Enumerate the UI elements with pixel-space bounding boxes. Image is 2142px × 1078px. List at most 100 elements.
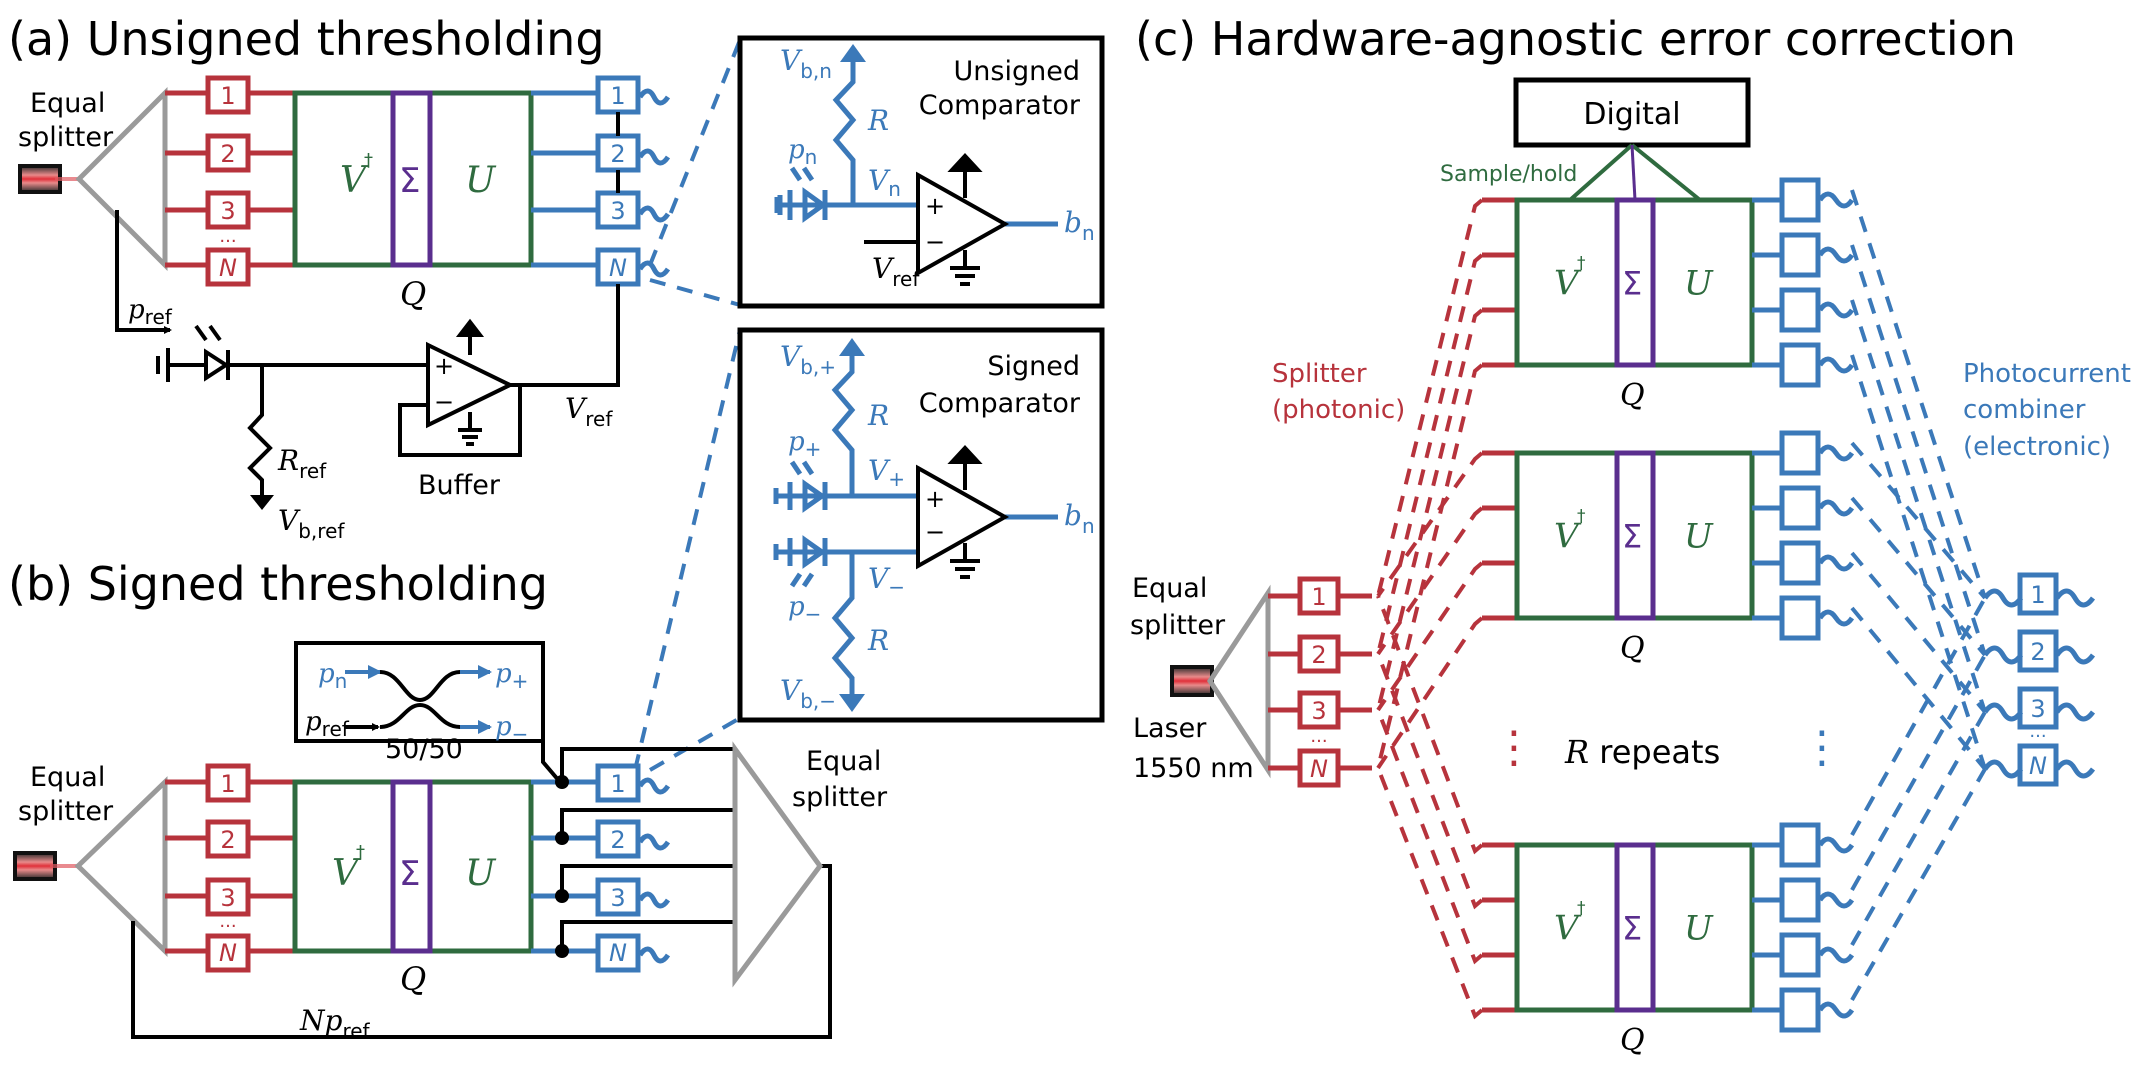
equal-splitter-c-label: Equal	[1132, 573, 1207, 604]
unsigned-comparator-title-2: Comparator	[919, 90, 1081, 121]
panel-b-title: (b) Signed thresholding	[8, 557, 548, 611]
p-minus-label: p−	[788, 592, 821, 626]
plus-sign-a: +	[434, 352, 454, 380]
input-port-a-2: 2	[220, 140, 235, 168]
dagger-a: †	[364, 150, 373, 171]
sigma-label-c: Σ	[1622, 265, 1642, 303]
signed-comparator: Signed Comparator Vb,+ R p+	[737, 327, 1105, 723]
r-repeats-label: R repeats	[1564, 733, 1720, 771]
photonic-split-line	[1376, 363, 1484, 769]
photonic-split-line	[1376, 616, 1484, 770]
sigma-c	[1614, 842, 1656, 1013]
laser-label: Laser	[1133, 713, 1207, 744]
electronic-combine-line	[1850, 551, 1987, 714]
electronic-combine-line	[1850, 496, 1987, 657]
vdots-blue: ⋮	[1800, 722, 1844, 773]
input-port-b-n: N	[219, 939, 237, 967]
buffer-opamp-icon	[398, 284, 620, 457]
photodetector-c	[1779, 932, 1821, 978]
u-label-c: U	[1684, 517, 1714, 557]
v-dagger-b: V	[332, 853, 362, 894]
right-splitter-label: Equal	[806, 746, 881, 777]
coupler-pref: pref	[305, 707, 350, 741]
laser-icon-c	[1170, 665, 1214, 697]
buffer-label: Buffer	[418, 470, 501, 501]
photodetector-c	[1779, 177, 1821, 223]
output-port-b-n: N	[609, 939, 627, 967]
panel-a: (a) Unsigned thresholding Equal splitter…	[8, 12, 671, 543]
output-port-b-2: 2	[610, 826, 625, 854]
v-dagger-a: V	[340, 160, 370, 201]
r-ref-label: Rref	[277, 444, 327, 483]
laser-wavelength-label: 1550 nm	[1133, 753, 1254, 784]
q-label-b: Q	[400, 960, 426, 998]
electronic-combine-line	[1850, 654, 1987, 891]
splitter-label-b-2: splitter	[18, 796, 114, 827]
output-detectors-a	[531, 75, 671, 287]
v-ref-label-unsigned: Vref	[872, 252, 920, 291]
input-modulators-a	[165, 75, 295, 287]
unsigned-comparator: Unsigned Comparator Vb,n R pn Vn	[737, 35, 1105, 309]
output-port-c-n: N	[2029, 752, 2047, 780]
v-bn-label: Vb,n	[780, 44, 832, 83]
u-label-c: U	[1684, 909, 1714, 949]
input-port-c-3: 3	[1311, 697, 1326, 725]
sigma-label-b: Σ	[399, 854, 420, 894]
minus-sign-signed: −	[925, 518, 945, 546]
digital-label: Digital	[1583, 97, 1680, 132]
photonic-split-line	[1376, 709, 1484, 965]
electronic-combine-line	[1850, 441, 1987, 600]
sigma-label-a: Σ	[399, 161, 420, 201]
plus-sign-unsigned: +	[925, 192, 945, 220]
input-port-c-1: 1	[1311, 583, 1326, 611]
photodetector-c	[1779, 540, 1821, 586]
electronic-combine-line	[1850, 597, 1987, 836]
signed-comparator-title-2: Comparator	[919, 388, 1081, 419]
output-port-a-3: 3	[610, 197, 625, 225]
photodetector-c	[1779, 485, 1821, 531]
output-combiners-c	[1982, 572, 2096, 787]
v-plus-label: V+	[868, 454, 905, 491]
vdots-red: ⋮	[1492, 722, 1536, 773]
sigma-label-c: Σ	[1622, 910, 1642, 948]
coupler-pn: pn	[318, 659, 347, 693]
panel-c-title: (c) Hardware-agnostic error correction	[1135, 12, 2016, 66]
r-label-signed-bottom: R	[867, 624, 889, 657]
photonic-split-line	[1376, 253, 1484, 655]
q-label-c: Q	[1620, 1023, 1645, 1058]
panel-a-title: (a) Unsigned thresholding	[8, 12, 605, 66]
v-dagger-c: V	[1554, 909, 1582, 949]
v-minus-label: V−	[868, 562, 905, 599]
input-port-b-2: 2	[220, 826, 235, 854]
splitter-photonic-label-2: (photonic)	[1272, 395, 1405, 425]
dagger-c: †	[1577, 254, 1586, 274]
minus-sign-a: −	[434, 388, 454, 416]
q-label-c: Q	[1620, 378, 1645, 413]
laser-icon	[18, 164, 80, 194]
coupler-ratio: 50/50	[385, 734, 463, 765]
q-label-c: Q	[1620, 631, 1645, 666]
photonic-split-line	[1376, 198, 1484, 597]
photodetector-c	[1779, 232, 1821, 278]
zoom-connector-lines	[633, 39, 742, 772]
sigma-c	[1614, 450, 1656, 621]
output-port-c-1: 1	[2030, 581, 2045, 609]
output-port-a-2: 2	[610, 140, 625, 168]
panel-c: (c) Hardware-agnostic error correction D…	[1130, 12, 2131, 1058]
v-n-label: Vn	[868, 164, 901, 201]
p-plus-label: p+	[788, 427, 821, 461]
equal-splitter-b-right	[732, 741, 824, 988]
sigma-a	[390, 90, 433, 268]
v-dagger-c: V	[1554, 517, 1582, 557]
dagger-b: †	[356, 842, 365, 863]
photodetector-c	[1779, 342, 1821, 388]
ellipsis-c-out: ···	[2029, 726, 2046, 747]
splitter-label-a-2: splitter	[18, 122, 114, 153]
photonic-split-line	[1376, 561, 1484, 712]
right-splitter-label-2: splitter	[792, 782, 888, 813]
photodetector-c	[1779, 287, 1821, 333]
r-label-unsigned: R	[867, 104, 889, 137]
v-dagger-c: V	[1554, 264, 1582, 304]
input-port-a-3: 3	[220, 197, 235, 225]
